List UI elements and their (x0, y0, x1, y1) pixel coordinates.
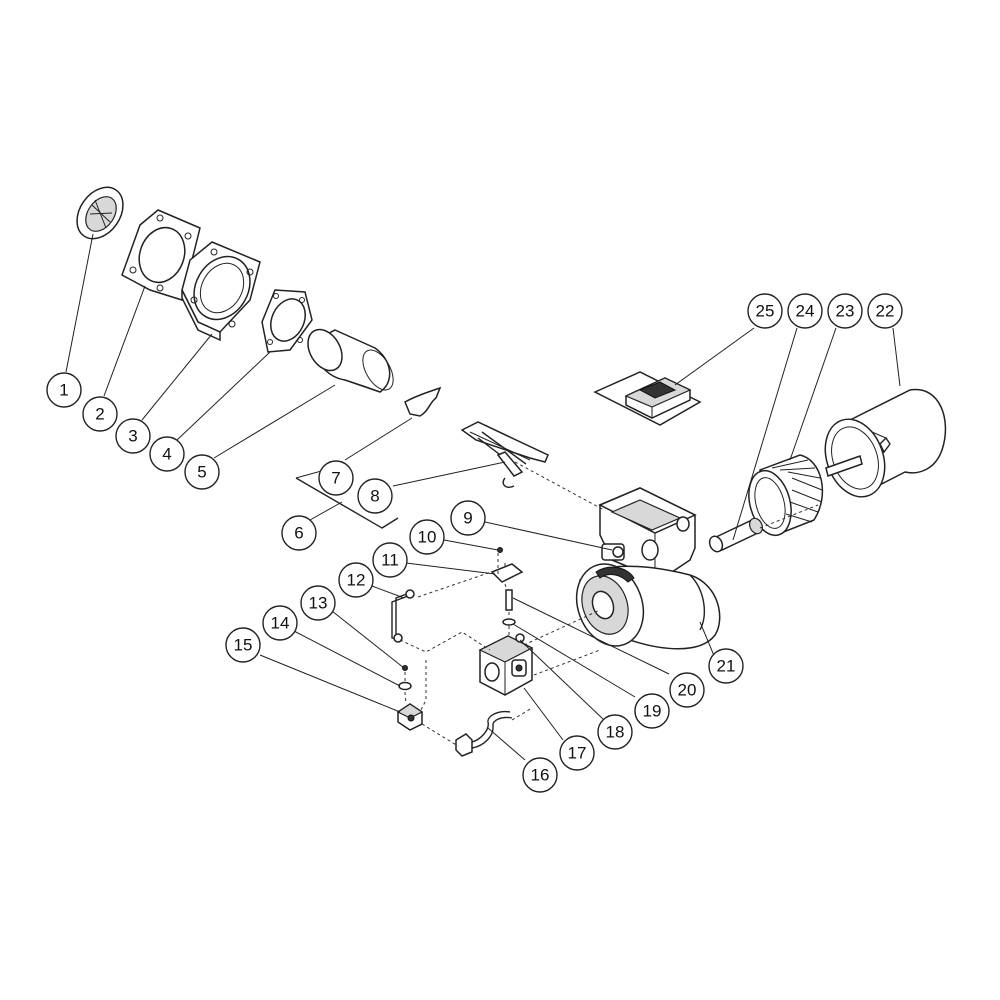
callout-7-label: 7 (331, 469, 340, 488)
part-19-washer (502, 618, 516, 626)
callout-21-label: 21 (717, 657, 736, 676)
callout-20-label: 20 (678, 681, 697, 700)
callout-8-label: 8 (370, 487, 379, 506)
callout-11: 11 (372, 542, 408, 578)
callout-17: 17 (559, 735, 595, 771)
callout-25-label: 25 (756, 302, 775, 321)
callout-3: 3 (115, 418, 151, 454)
callout-20: 20 (669, 672, 705, 708)
callout-14-label: 14 (271, 614, 290, 633)
callout-13-label: 13 (309, 594, 328, 613)
part-3-mounting-flange (181, 241, 261, 342)
part-4-gasket (261, 289, 313, 353)
callout-15: 15 (225, 627, 261, 663)
part-7-retaining-clip (404, 386, 442, 417)
part-22-motor (824, 388, 947, 498)
callout-6-label: 6 (294, 524, 303, 543)
part-13-nut (402, 665, 408, 671)
part-5-blast-tube (307, 328, 394, 393)
callout-19-label: 19 (643, 702, 662, 721)
callout-4-label: 4 (162, 445, 171, 464)
callout-16-label: 16 (531, 766, 550, 785)
callout-19: 19 (634, 693, 670, 729)
part-17-oil-pump (478, 635, 534, 696)
callout-23: 23 (827, 293, 863, 329)
part-8-nozzle-assembly (460, 421, 549, 488)
callout-22: 22 (867, 293, 903, 329)
callout-2-label: 2 (95, 405, 104, 424)
callout-9-label: 9 (463, 509, 472, 528)
burner-housing (575, 487, 721, 650)
callout-24: 24 (787, 293, 823, 329)
part-23-fan-wheel (748, 454, 824, 537)
callout-10-label: 10 (418, 528, 437, 547)
part-15-solenoid-coil (396, 703, 424, 731)
callout-15-label: 15 (234, 636, 253, 655)
callout-22-label: 22 (876, 302, 895, 321)
part-24-coupling-shaft (708, 517, 764, 553)
callout-25: 25 (747, 293, 783, 329)
callout-21: 21 (708, 648, 744, 684)
part-2-flange-gasket (121, 209, 201, 301)
callout-1: 1 (46, 372, 82, 408)
part-10-small-screw (497, 547, 503, 553)
part-9-inspection-fitting (601, 543, 625, 561)
callout-6: 6 (281, 515, 317, 551)
part-18-pump-fitting (515, 633, 525, 643)
part-20-valve-stem (505, 589, 513, 611)
callout-9: 9 (450, 500, 486, 536)
callout-12-label: 12 (347, 571, 366, 590)
part-11-bracket (490, 563, 524, 583)
callout-17-label: 17 (568, 744, 587, 763)
callout-13: 13 (300, 585, 336, 621)
callout-18-label: 18 (606, 723, 625, 742)
part-16-flexible-hose (455, 710, 513, 757)
callout-24-label: 24 (796, 302, 815, 321)
leader-lines (65, 233, 901, 761)
callout-2: 2 (82, 396, 118, 432)
callout-3-label: 3 (128, 427, 137, 446)
part-1-swirler-disc (76, 186, 124, 240)
callout-11-label: 11 (381, 551, 399, 570)
callout-14: 14 (262, 605, 298, 641)
callout-10: 10 (409, 519, 445, 555)
assembly-dash-lines (399, 461, 819, 747)
callout-16: 16 (522, 757, 558, 793)
callout-23-label: 23 (836, 302, 855, 321)
callout-18: 18 (597, 714, 633, 750)
callout-12: 12 (338, 562, 374, 598)
callout-4: 4 (149, 436, 185, 472)
callout-1-label: 1 (59, 381, 68, 400)
callout-5: 5 (184, 454, 220, 490)
callout-5-label: 5 (197, 463, 206, 482)
callout-8: 8 (357, 478, 393, 514)
part-14-washer (398, 681, 412, 691)
part-25-control-box (593, 371, 702, 426)
callout-7: 7 (318, 460, 354, 496)
